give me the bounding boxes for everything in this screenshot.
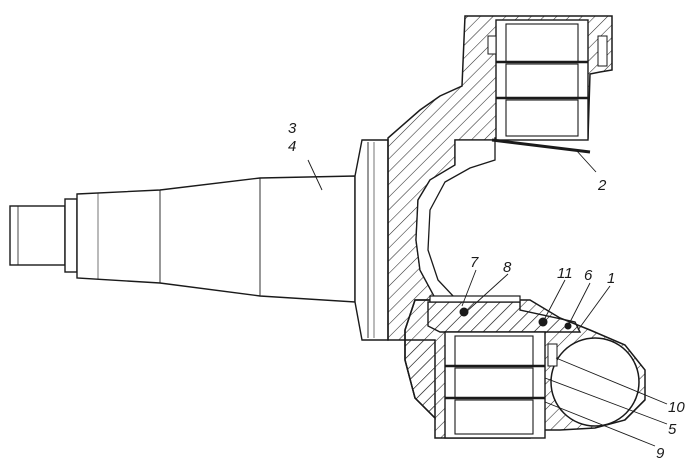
- spindle-flange: [354, 139, 389, 341]
- callout-1: 1: [607, 270, 615, 287]
- steering-arm-hole: [550, 337, 640, 427]
- callout-2: 2: [597, 177, 607, 194]
- callout-labels: 3 4 2 7 8 11 6 1 10 5 9: [288, 120, 685, 462]
- callout-7: 7: [470, 254, 479, 271]
- spindle-shaft: [9, 139, 389, 341]
- seal-ring-11: [538, 317, 548, 327]
- callout-5: 5: [668, 421, 677, 438]
- upper-needle-bearing: [487, 19, 608, 154]
- callout-8: 8: [503, 259, 512, 276]
- upper-bolt-right: [597, 35, 608, 67]
- lower-needle-bearing: [444, 331, 558, 439]
- spindle-collar: [64, 198, 78, 273]
- upper-bolt-left: [487, 35, 497, 55]
- callout-10: 10: [668, 399, 685, 416]
- lower-bolt: [547, 343, 558, 367]
- lower-eye-boss: [550, 337, 640, 427]
- callout-6: 6: [584, 267, 593, 284]
- leader-lines: [307, 149, 668, 447]
- callout-4: 4: [288, 138, 296, 155]
- spindle-body: [76, 175, 356, 303]
- spindle-tip: [9, 205, 66, 266]
- lower-thrust-assembly: [427, 295, 582, 333]
- callout-11: 11: [557, 265, 573, 282]
- callout-9: 9: [656, 445, 665, 462]
- callout-3: 3: [288, 120, 297, 137]
- seal-ring-8: [459, 307, 469, 317]
